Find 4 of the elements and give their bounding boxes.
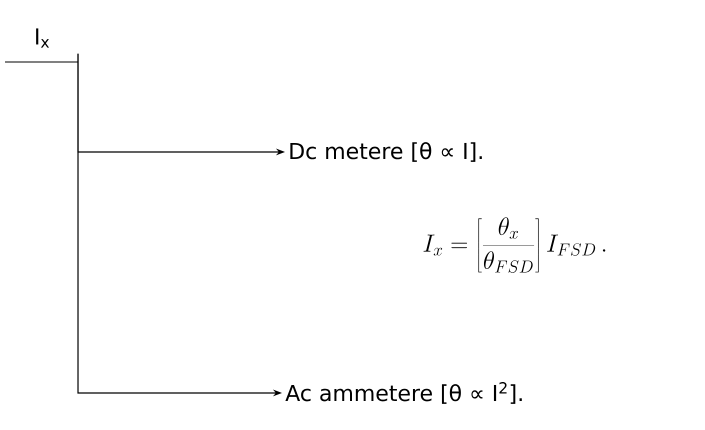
branch-label: Dc metere [θ ∝ I]. [290, 142, 482, 162]
formula: $I_{x} = \left[\frac{\theta_{x}}{\theta_{FSD}}\right] I_{FSD}\,.$ [424, 217, 606, 273]
symbol-label: I$_{x}$ [4, 28, 78, 62]
branch-label: Ac ammetere [θ ∝ I$^{2}$]. [285, 382, 522, 404]
